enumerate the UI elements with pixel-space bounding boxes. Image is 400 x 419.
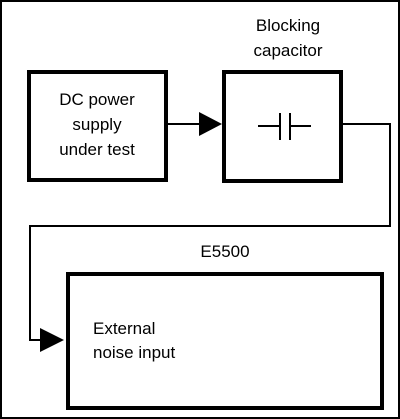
dc-power-supply-label-line-3: under test [59, 140, 135, 159]
dc-power-supply-box [27, 70, 168, 182]
dc-power-supply-label-line-2: supply [72, 115, 122, 134]
dc-power-supply-label-line-1: DC power [59, 90, 135, 109]
noise-input-label-line-1: External [93, 319, 155, 338]
capacitor-label-line-2: capacitor [254, 41, 323, 60]
supply-to-capacitor-arrow [166, 112, 222, 136]
dc-power-supply-block: DC power supply under test [27, 70, 168, 182]
noise-input-label-line-2: noise input [93, 343, 176, 362]
blocking-capacitor-block [222, 70, 343, 183]
e5500-label: E5500 [200, 242, 249, 261]
arrow-head-icon [199, 112, 222, 136]
external-noise-input-box [66, 272, 384, 410]
blocking-capacitor-heading: Blocking capacitor [254, 16, 323, 60]
capacitor-to-analyzer-wire [29, 123, 391, 341]
blocking-capacitor-box [222, 70, 343, 183]
input-arrow-head-icon [40, 328, 64, 352]
capacitor-symbol-icon [258, 113, 311, 140]
external-noise-input-block: External noise input [66, 272, 384, 410]
capacitor-label-line-1: Blocking [256, 16, 320, 35]
